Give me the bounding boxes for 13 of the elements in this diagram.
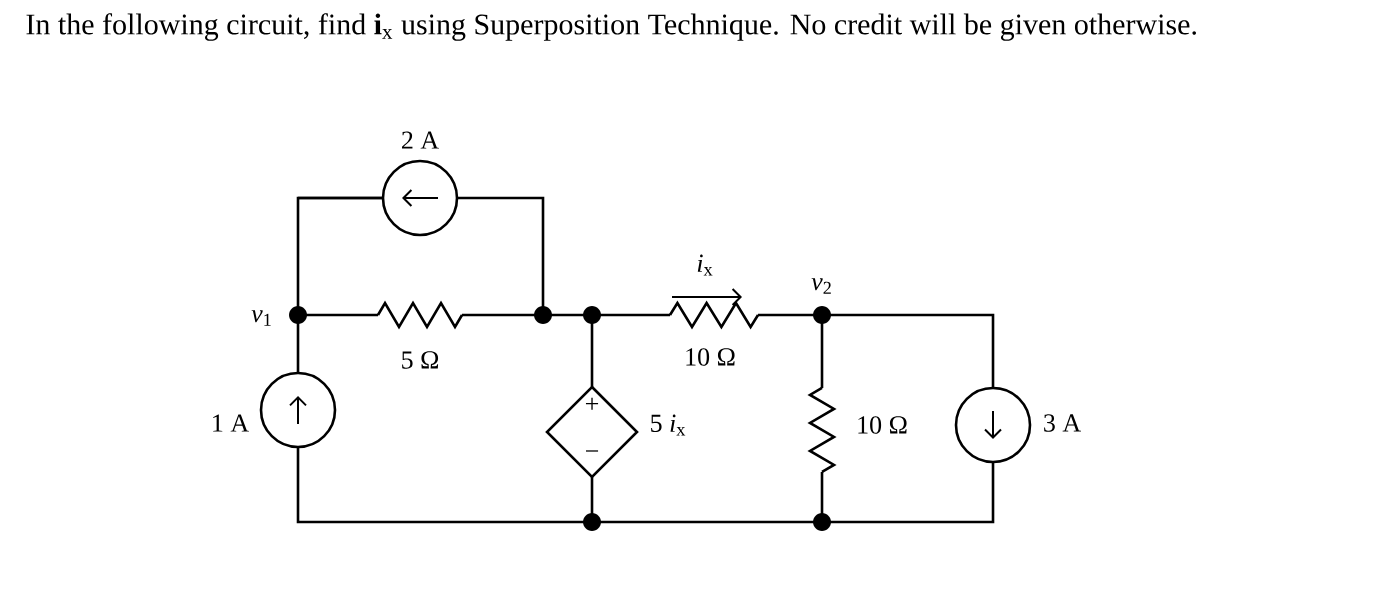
current-label: i$_{x}$ xyxy=(697,254,713,276)
polarity-sign: + xyxy=(585,397,599,410)
resistor-value: 5 Ω xyxy=(402,351,439,369)
node-voltage: v$_{2}$ xyxy=(811,278,831,294)
source-value: 2 A xyxy=(402,131,439,149)
resistor-value: 10 Ω xyxy=(686,348,735,366)
source-value: 3 A xyxy=(1044,414,1081,432)
polarity-sign: − xyxy=(585,450,599,452)
source-value: 1 A xyxy=(213,414,249,432)
title: In the following circuit, find i$_{x}$ using Superposition Technique. No credit will be given otherwise. xyxy=(26,13,1196,41)
node-voltage: v$_{1}$ xyxy=(251,310,271,326)
resistor-value: 10 Ω xyxy=(858,416,907,434)
source-value: 5 i$_{x}$ xyxy=(651,414,686,436)
